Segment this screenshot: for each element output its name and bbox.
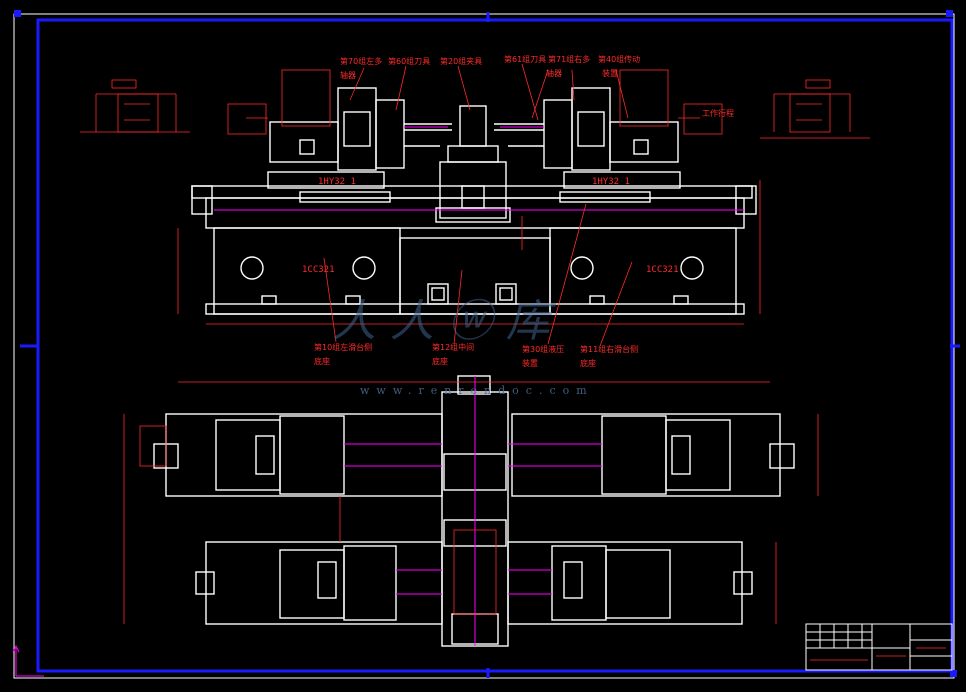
side-detail-left: [80, 79, 190, 133]
plan-slide-upper-right: [511, 413, 781, 497]
annotation-center-base: 第12组中间: [432, 342, 474, 352]
leader-lines: [323, 63, 633, 347]
plan-tool-bars: [344, 376, 602, 646]
ucs-icon: [12, 644, 44, 677]
annotation-left-tools: 第60组刀具: [388, 56, 430, 66]
annotation-left-multi-spindle-2: 轴器: [340, 70, 356, 80]
base-right: [549, 227, 737, 315]
base-window: [495, 283, 517, 305]
annotation-left-multi-spindle: 第70组左多: [340, 56, 382, 66]
base-slot: [345, 295, 361, 305]
spindle-motor-left: [269, 121, 339, 163]
base-slot: [261, 295, 277, 305]
slide-table-left: [267, 171, 385, 189]
annotation-fixture: 第20组夹具: [440, 56, 482, 66]
slide-carriage-left: [299, 191, 391, 203]
guide-rails: [214, 126, 744, 211]
label-hy-right: 1HY32 1: [592, 177, 630, 187]
base-window-inner: [431, 287, 445, 301]
fixture-clamp: [461, 185, 485, 209]
side-detail-right: [760, 79, 870, 139]
label-slide-left: 1CC321: [302, 265, 335, 275]
base-slot: [673, 295, 689, 305]
annotation-left-slide-base: 第10组左滑台侧: [314, 342, 372, 352]
plan-head-ur: [665, 419, 731, 491]
base-hole: [570, 256, 594, 280]
plan-window: [317, 561, 337, 599]
border-center-marks: [20, 12, 960, 678]
end-block-right: [735, 185, 757, 215]
annotation-hydraulic-2: 装置: [522, 358, 538, 368]
annotation-right-slide-base: 第11组右滑台侧: [580, 344, 638, 354]
spindle-head-left-body: [375, 99, 405, 169]
plan-slide-upper-left: [165, 413, 443, 497]
annotation-center-base-2: 底座: [432, 356, 448, 366]
spindle-head-right-body: [543, 99, 573, 169]
plan-head-ur-2: [601, 415, 667, 495]
corner-mark-br: [950, 670, 957, 677]
annotation-right-slide-base-2: 底座: [580, 358, 596, 368]
plan-window: [255, 435, 275, 475]
base-window: [427, 283, 449, 305]
annotation-right-multi-spindle-2: 轴器: [546, 68, 562, 78]
plan-view: [153, 375, 795, 647]
label-hy-left: 1HY32 1: [318, 177, 356, 187]
plan-slide-lower-left: [205, 541, 443, 625]
base-window-inner: [499, 287, 513, 301]
head-inner: [343, 111, 371, 147]
plan-head-lr: [605, 549, 671, 619]
plan-head-ul-2: [279, 415, 345, 495]
plan-window: [671, 435, 691, 475]
plan-head-lr-2: [551, 545, 607, 621]
plan-head-ul: [215, 419, 281, 491]
title-block: [805, 623, 953, 671]
watermark-url: www.renrendoc.com: [360, 384, 594, 397]
corner-mark-tr: [946, 10, 953, 17]
spindle-motor-right: [609, 121, 679, 163]
plan-slide-lower-right: [507, 541, 743, 625]
label-slide-right: 1CC321: [646, 265, 679, 275]
base-hole: [352, 256, 376, 280]
annotation-work-stroke: 工作行程: [702, 108, 734, 118]
plan-motor-lr: [733, 571, 753, 595]
base-hole: [240, 256, 264, 280]
base-slot: [589, 295, 605, 305]
title-block-text-marks: [810, 647, 946, 661]
plan-motor-ur: [769, 443, 795, 469]
base-hole: [680, 256, 704, 280]
plan-dimension-lines: [123, 381, 819, 624]
plan-center-top: [457, 375, 491, 395]
plan-head-ll: [279, 549, 345, 619]
base-footing: [205, 303, 745, 315]
annotation-transmission-2: 装置: [602, 68, 618, 78]
plan-window: [563, 561, 583, 599]
annotation-hydraulic: 第30组液压: [522, 344, 564, 354]
annotation-left-slide-base-2: 底座: [314, 356, 330, 366]
fixture-top: [447, 145, 499, 163]
head-inner: [577, 111, 605, 147]
annotation-right-tools: 第61组刀具: [504, 54, 546, 64]
gear-box: [633, 139, 649, 155]
slide-table-right: [563, 171, 681, 189]
plan-head-ll-2: [343, 545, 397, 621]
annotation-transmission: 第40组传动: [598, 54, 640, 64]
watermark-logo: 人 人 ⓦ 库: [332, 296, 557, 347]
plan-motor-ll: [195, 571, 215, 595]
end-block-left: [191, 185, 213, 215]
fixture-part: [459, 105, 487, 147]
dimension-lines: [177, 69, 761, 325]
corner-mark-tl: [14, 10, 21, 17]
front-view: [191, 87, 757, 315]
slide-carriage-right: [559, 191, 651, 203]
bed-body: [205, 197, 745, 229]
gear-box: [299, 139, 315, 155]
annotation-right-multi-spindle: 第71组右多: [548, 54, 590, 64]
